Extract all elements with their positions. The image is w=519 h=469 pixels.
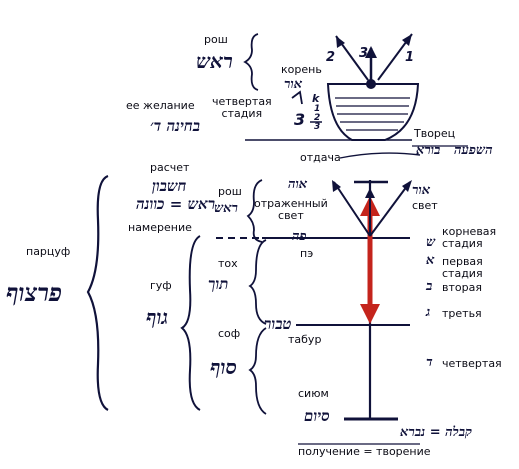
hebrew-tvorets-note: השפעה: [454, 143, 493, 158]
label-ee-zhelanie: ее желание: [126, 99, 195, 112]
hebrew-aleph: א: [426, 253, 435, 268]
label-poluchenie: получение = творение: [298, 445, 431, 458]
label-tabur: табур: [288, 333, 322, 346]
label-svet: свет: [412, 199, 438, 212]
label-chetvertaya-stadiya: четвертая стадия: [212, 95, 272, 120]
rosh-brace-top: [243, 33, 259, 91]
hebrew-bet: ב: [426, 279, 433, 294]
label-namerenie: намерение: [128, 221, 192, 234]
ray-label-2: 2: [326, 50, 336, 65]
rosh-brace-mid: [246, 179, 263, 243]
label-rosh-mid: рош: [218, 185, 242, 198]
label-pervaya-stadiya: первая стадия: [442, 255, 483, 280]
level-label-3: 3: [314, 122, 321, 132]
label-vtoraya: вторая: [442, 281, 482, 294]
hebrew-ohr-right: אור: [412, 183, 431, 198]
hebrew-rosh-top: ראש: [196, 49, 233, 73]
hebrew-tvorets: בורא: [416, 143, 441, 158]
hebrew-gimel: ג: [426, 305, 431, 320]
guf-brace: [180, 235, 201, 411]
label-rosh-top: рош: [204, 33, 228, 46]
label-guf: гуф: [150, 279, 172, 292]
red-arrow-down: [360, 304, 380, 324]
sof-brace: [248, 327, 267, 415]
hebrew-dalet: ד: [426, 355, 433, 370]
hebrew-pe: פה: [292, 229, 307, 244]
hebrew-tabur: טבור: [264, 315, 292, 333]
label-otrazhenny-svet: отраженный свет: [254, 197, 328, 222]
vessel-bowl: [326, 83, 420, 141]
hebrew-rosh-mid: ראש: [214, 201, 238, 216]
label-koren: корень: [281, 63, 322, 76]
hebrew-bhina: בחינה ד׳: [150, 117, 201, 135]
label-otdacha: отдача: [300, 151, 341, 164]
bowl-squiggle: [291, 90, 303, 105]
tokh-brace: [248, 239, 267, 325]
label-raschet: расчет: [150, 161, 190, 174]
label-chetvertaya: четвертая: [442, 357, 502, 370]
hebrew-guf: גוף: [146, 305, 169, 329]
root-point: [366, 79, 376, 89]
hebrew-ohr-top: אור: [284, 77, 303, 92]
partsuf-brace: [86, 174, 109, 411]
label-partsuf: парцуф: [26, 245, 71, 258]
label-siyum: сиюм: [298, 387, 329, 400]
label-sof: соф: [218, 327, 241, 340]
hebrew-poluchenie: קבלה = נברא: [400, 425, 472, 440]
hebrew-ohr-hozer: אוה: [288, 177, 308, 192]
ray-label-3: 3: [359, 46, 369, 61]
level-label-1: 1: [314, 104, 321, 114]
level-label-k: k: [312, 92, 320, 105]
hebrew-partsuf: פרצוף: [6, 278, 62, 307]
label-tretya: третья: [442, 307, 482, 320]
hebrew-sof: סוף: [210, 355, 237, 379]
hebrew-raschet: חשבון: [152, 177, 187, 195]
label-pe: пэ: [300, 247, 314, 260]
direct-light-ray: [369, 181, 411, 237]
hebrew-tokh: תוך: [208, 275, 229, 293]
hebrew-namerenie: ראש = כוונה: [136, 195, 216, 213]
label-korneva-stadiya: корневая стадия: [442, 225, 497, 250]
ray-label-1: 1: [405, 50, 415, 65]
level-label-2: 2: [314, 113, 321, 123]
hebrew-shoresh: ש: [426, 235, 436, 250]
hebrew-siyum: סיום: [304, 407, 330, 425]
stage-bet-mark: 3: [294, 110, 306, 129]
label-tokh: тох: [218, 257, 238, 270]
reflected-light-ray: [333, 181, 371, 237]
label-tvorets: Творец: [414, 127, 456, 140]
